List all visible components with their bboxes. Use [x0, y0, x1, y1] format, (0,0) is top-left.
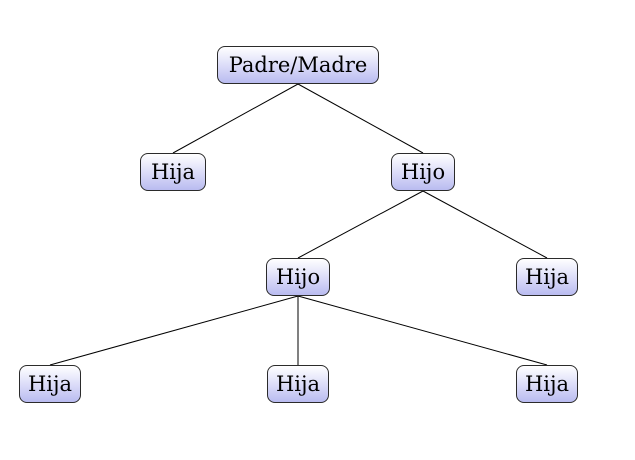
edge-hijo2-hija3	[49, 295, 299, 366]
node-padre-madre: Padre/Madre	[217, 46, 379, 84]
node-hija-bottom-center: Hija	[267, 365, 329, 403]
node-hija-bottom-right: Hija	[516, 365, 578, 403]
node-hija-right: Hija	[516, 258, 578, 296]
edge-root-hija1	[172, 83, 299, 154]
edge-hijo1-hija2	[422, 190, 548, 259]
edge-hijo2-hija5	[297, 295, 548, 366]
node-hija-bottom-left: Hija	[19, 365, 81, 403]
node-hijo-middle: Hijo	[266, 258, 330, 296]
node-hija-left: Hija	[140, 153, 206, 191]
edge-hijo1-hijo2	[297, 190, 424, 259]
node-hijo-right: Hijo	[391, 153, 455, 191]
edge-root-hijo1	[297, 83, 424, 154]
